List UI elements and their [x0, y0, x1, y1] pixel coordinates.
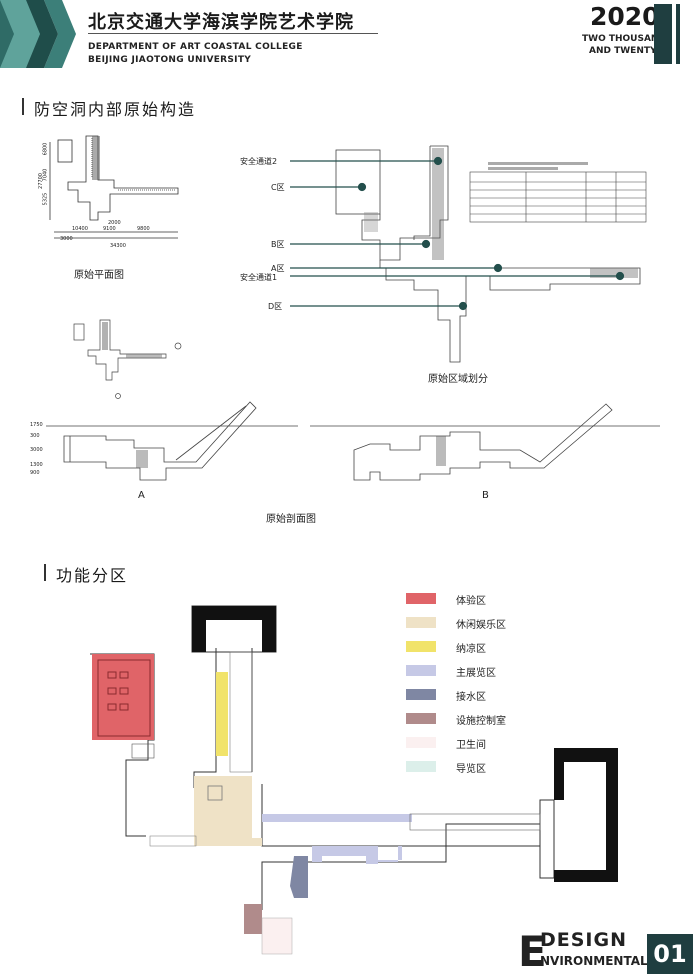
year-words-1: TWO THOUSAND — [582, 34, 666, 44]
plan-dim: 9100 — [103, 226, 116, 232]
legend-swatch-guide — [406, 761, 436, 772]
original-plan-drawing — [49, 135, 179, 239]
footer-initial: E — [518, 927, 547, 976]
section-dim: 3000 — [30, 447, 43, 453]
region-division-drawing — [290, 145, 641, 363]
section1-title: 防空洞内部原始构造 — [34, 100, 197, 119]
legend-label-control-room: 设施控制室 — [456, 716, 506, 727]
functional-zoning-drawing — [90, 605, 618, 955]
college-title-en-2: BEIJING JIAOTONG UNIVERSITY — [88, 55, 252, 65]
plan-dim: 6800 — [42, 142, 49, 156]
legend-label-cooling: 纳凉区 — [456, 644, 486, 655]
section1-bar — [22, 98, 24, 115]
legend-swatch-water — [406, 689, 436, 700]
page-number: 01 — [647, 934, 693, 974]
plan-dim: 34300 — [110, 243, 126, 249]
legend-swatch-cooling — [406, 641, 436, 652]
section2-title: 功能分区 — [56, 566, 129, 585]
plan-dim: 7040 — [42, 168, 49, 182]
legend-label-experience: 体验区 — [456, 596, 486, 607]
legend-label-guide: 导览区 — [456, 764, 486, 775]
section-dim: 1750 — [30, 422, 43, 428]
year: 2020 — [590, 2, 660, 31]
legend-swatch-experience — [406, 593, 436, 604]
college-title-en-1: DEPARTMENT OF ART COASTAL COLLEGE — [88, 42, 303, 52]
plan-dim: 5325 — [42, 192, 49, 206]
plan-caption: 原始平面图 — [74, 270, 124, 281]
section-caption: 原始剖面图 — [266, 514, 316, 525]
legend-label-recreation: 休闲娱乐区 — [456, 620, 506, 631]
region-label-a: A区 — [271, 264, 285, 273]
plan-thumbnail-drawing — [73, 319, 182, 399]
footer-environmental: NVIRONMENTAL — [540, 954, 648, 968]
region-label-d: D区 — [268, 302, 283, 311]
section-a-drawing — [46, 401, 298, 481]
plan-dim: 9800 — [137, 226, 150, 232]
legend-label-toilet: 卫生间 — [456, 740, 486, 751]
region-label-b: B区 — [271, 240, 285, 249]
legend-swatch-main-exhibit — [406, 665, 436, 676]
footer-design: DESIGN — [540, 929, 628, 951]
region-caption: 原始区域划分 — [428, 374, 488, 385]
year-accent-bar — [654, 4, 680, 64]
college-title-cn: 北京交通大学海滨学院艺术学院 — [88, 12, 354, 33]
region-label-c: C区 — [271, 183, 285, 192]
section-dim: 300 — [30, 433, 40, 439]
plan-dim: 2000 — [108, 220, 121, 226]
legend-swatch-recreation — [406, 617, 436, 628]
legend-swatch-toilet — [406, 737, 436, 748]
section-dim: 1300 — [30, 462, 43, 468]
section2-bar — [44, 564, 46, 581]
legend-label-main-exhibit: 主展览区 — [456, 668, 496, 679]
section-b-drawing — [310, 403, 660, 481]
legend-label-water: 接水区 — [456, 692, 486, 703]
header-divider — [88, 33, 378, 34]
plan-dim: 10400 — [72, 226, 88, 232]
year-words-2: AND TWENTY — [589, 46, 657, 56]
region-label-safety-1: 安全通道1 — [240, 273, 278, 282]
section-a-label: A — [138, 490, 145, 501]
section-b-label: B — [482, 490, 489, 501]
header-chevron-logo — [0, 0, 76, 68]
plan-dim: 3000 — [60, 236, 73, 242]
standard-table-image — [469, 162, 647, 223]
region-label-safety-2: 安全通道2 — [240, 157, 278, 166]
legend-swatch-control-room — [406, 713, 436, 724]
section-dim: 900 — [30, 470, 40, 476]
